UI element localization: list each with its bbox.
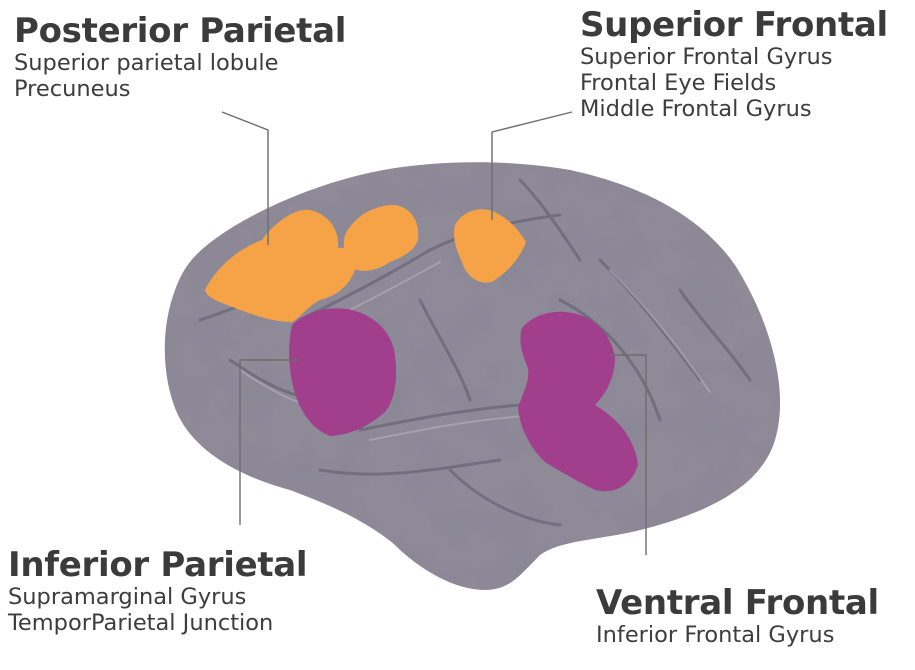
superior-frontal-title: Superior Frontal	[580, 6, 888, 45]
superior-frontal-item: Superior Frontal Gyrus	[580, 45, 888, 71]
label-ventral-frontal: Ventral Frontal Inferior Frontal Gyrus	[596, 584, 879, 649]
posterior-parietal-title: Posterior Parietal	[14, 12, 346, 51]
inferior-parietal-title: Inferior Parietal	[8, 546, 307, 585]
superior-frontal-item: Frontal Eye Fields	[580, 71, 888, 97]
label-superior-frontal: Superior Frontal Superior Frontal Gyrus …	[580, 6, 888, 123]
ventral-frontal-item: Inferior Frontal Gyrus	[596, 623, 879, 649]
ventral-frontal-title: Ventral Frontal	[596, 584, 879, 623]
posterior-parietal-item: Precuneus	[14, 77, 346, 103]
inferior-parietal-item: TemporParietal Junction	[8, 611, 307, 637]
label-posterior-parietal: Posterior Parietal Superior parietal lob…	[14, 12, 346, 103]
superior-frontal-item: Middle Frontal Gyrus	[580, 97, 888, 123]
posterior-parietal-item: Superior parietal lobule	[14, 51, 346, 77]
inferior-parietal-item: Supramarginal Gyrus	[8, 585, 307, 611]
label-inferior-parietal: Inferior Parietal Supramarginal Gyrus Te…	[8, 546, 307, 637]
